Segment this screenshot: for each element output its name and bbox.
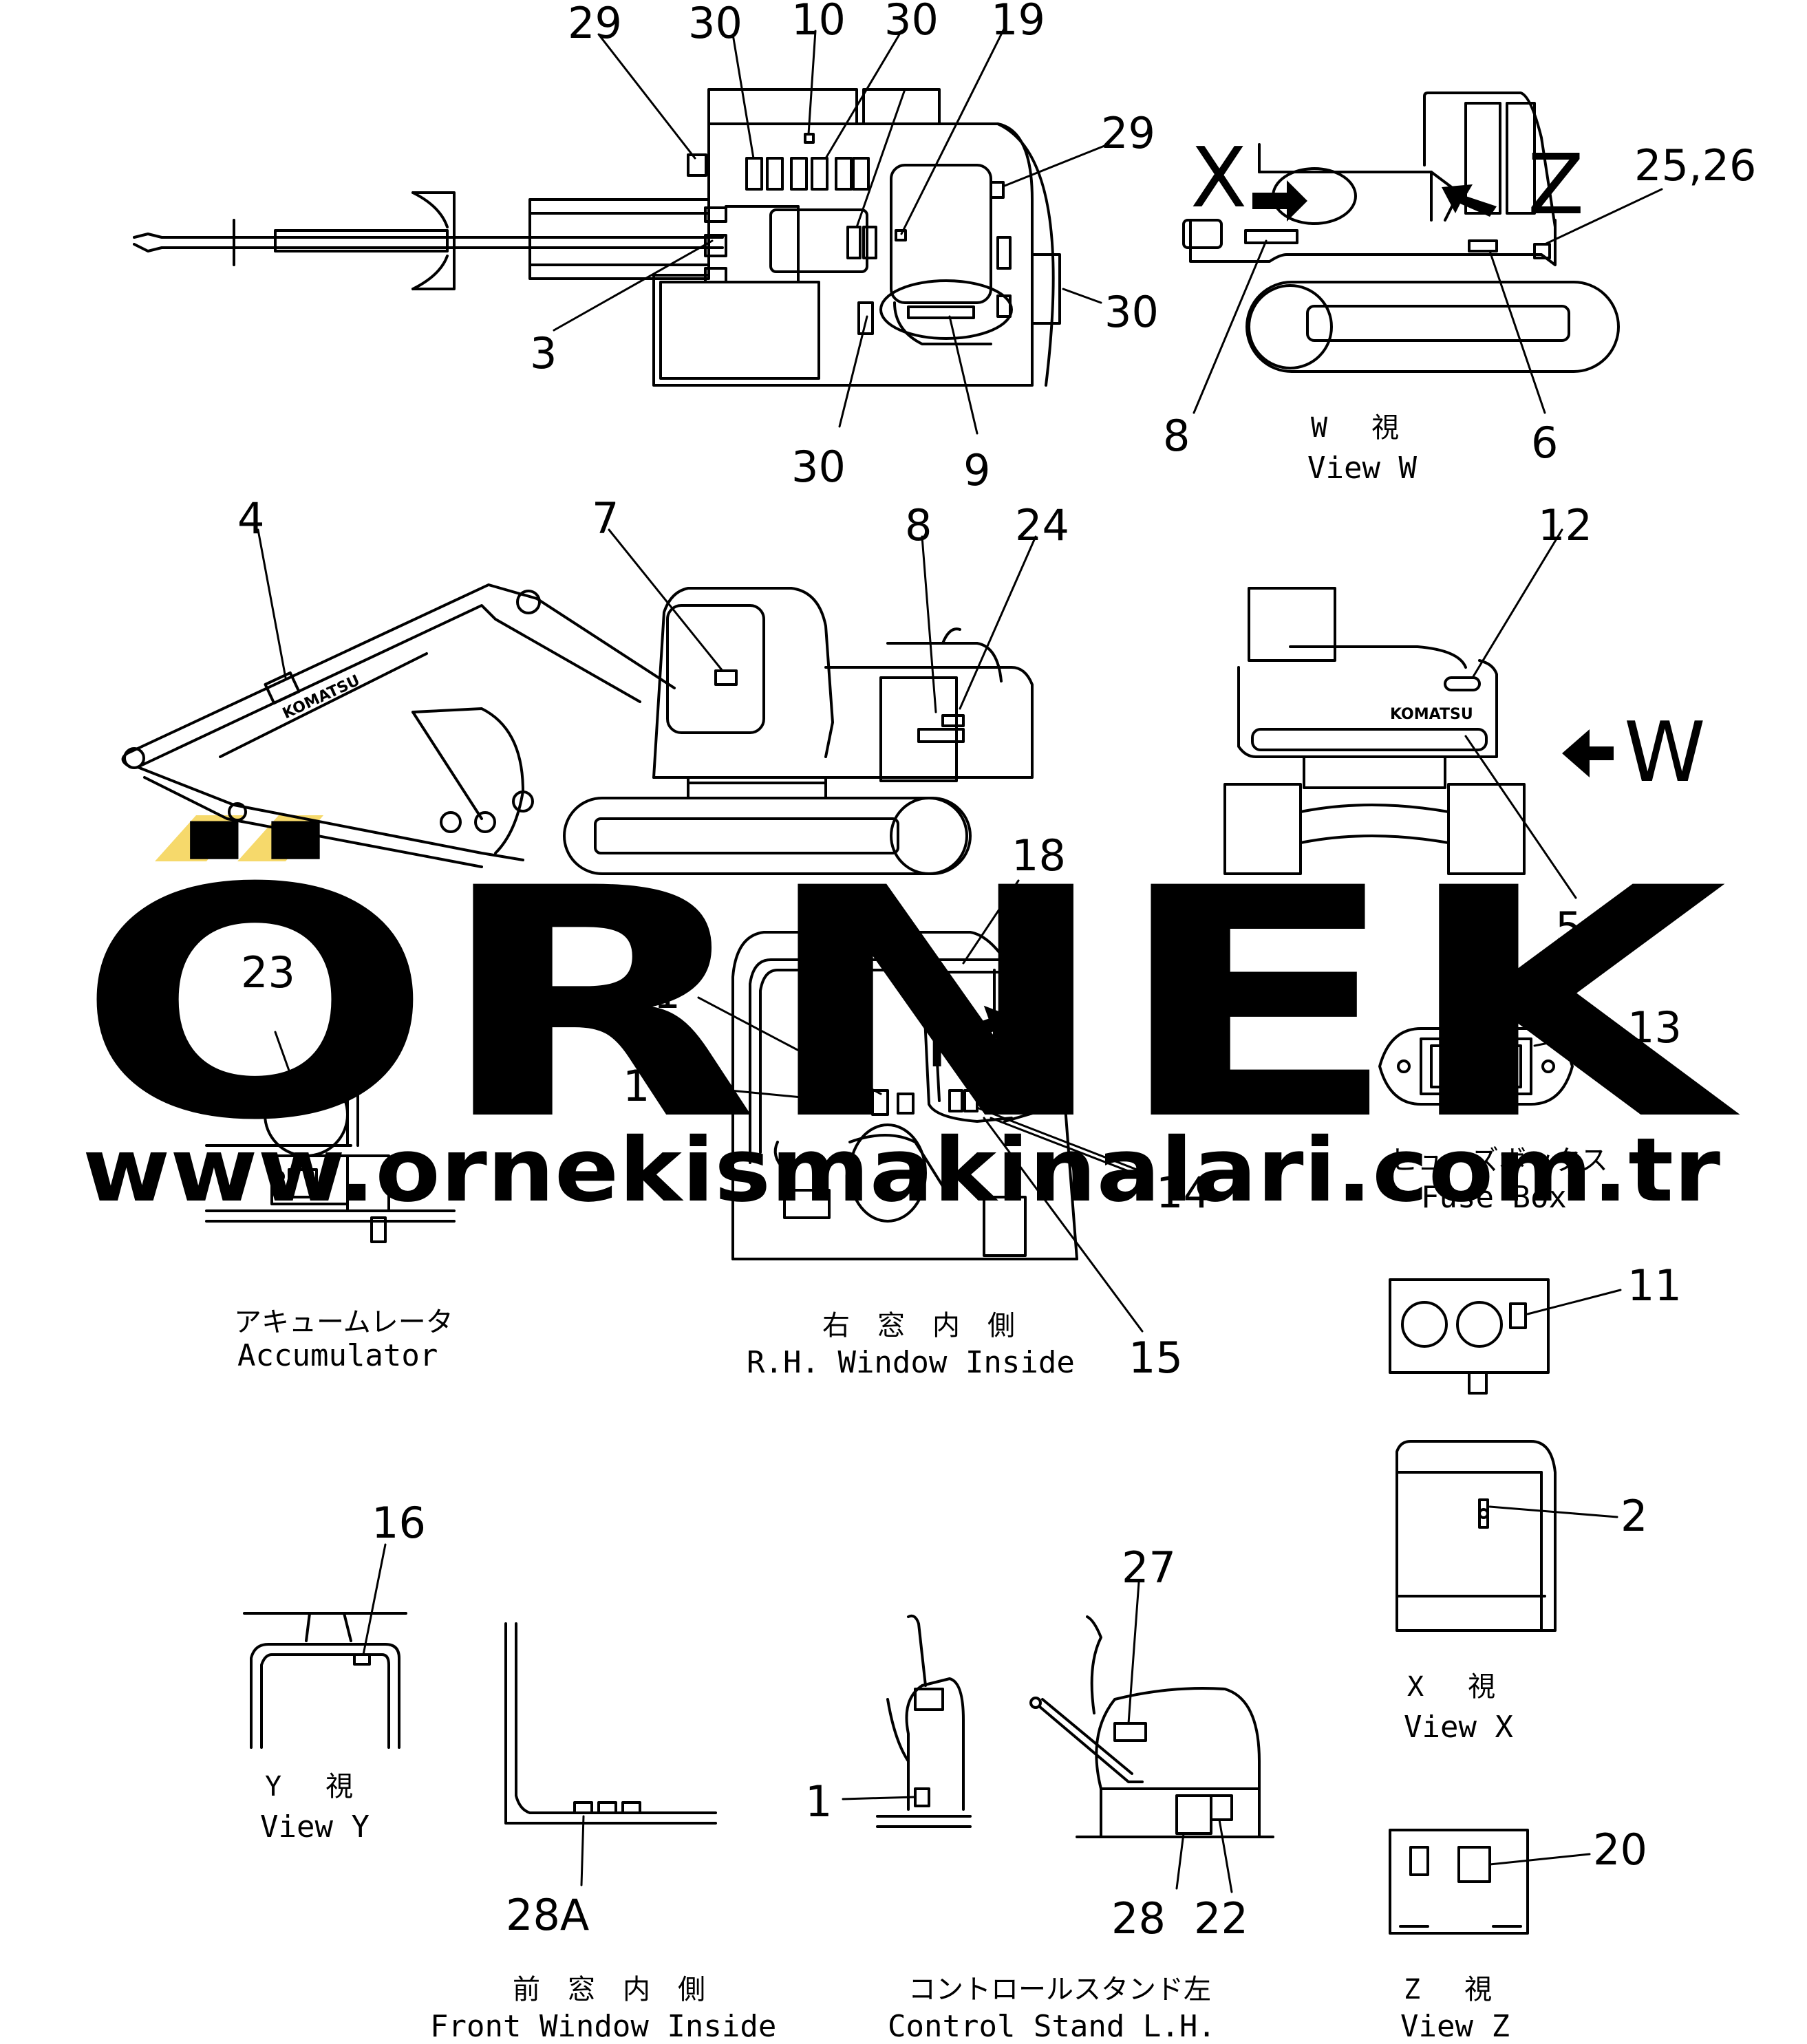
- view-z-drawing: [1389, 1829, 1529, 1935]
- fuse-box-drawing: [1378, 1027, 1574, 1106]
- callout-rh-15: 15: [1129, 1333, 1183, 1383]
- view-x-caption-en: View X: [1404, 1710, 1513, 1745]
- watermark-accent-right: [237, 815, 323, 861]
- rear-komatsu-brand: KOMATSU: [1390, 706, 1473, 723]
- callout-rear-12: 12: [1538, 500, 1592, 550]
- callout-labels: 29 30 10 30 19 29 30 3 30 9 X Z 25,26 8 …: [234, 0, 1757, 2044]
- callout-rh-21: 21: [626, 968, 681, 1018]
- view-x-caption-jp: X 視: [1407, 1671, 1495, 1703]
- callout-top-30a: 30: [688, 0, 742, 48]
- callout-w-25-26: 25,26: [1634, 140, 1757, 191]
- callout-stand-27: 27: [1122, 1542, 1176, 1593]
- rh-window-drawing: [731, 931, 1078, 1260]
- callout-side-8: 8: [905, 500, 932, 550]
- view-z-caption-en: View Z: [1400, 2009, 1510, 2044]
- callout-x-2: 2: [1621, 1491, 1647, 1541]
- callout-w-6: 6: [1531, 418, 1558, 468]
- front-window-drawing: [504, 1622, 717, 1825]
- callout-stand-1: 1: [805, 1776, 832, 1827]
- callout-top-30d: 30: [791, 442, 846, 492]
- marker-w: W: [1624, 705, 1706, 801]
- side-view-drawing: [121, 583, 1034, 875]
- callout-top-10: 10: [791, 0, 846, 45]
- callout-rh-18: 18: [1012, 830, 1066, 881]
- callout-fuse-13: 13: [1627, 1002, 1682, 1053]
- callout-side-4: 4: [237, 493, 264, 544]
- callout-top-3: 3: [530, 328, 557, 378]
- watermark-brand: ÖRNEK: [76, 818, 1743, 1190]
- front-window-caption-en: Front Window Inside: [430, 2009, 776, 2044]
- view-y-caption-jp: Y 視: [265, 1771, 353, 1803]
- callout-top-29a: 29: [568, 0, 622, 48]
- marker-y: Y: [911, 991, 963, 1086]
- callout-rh-17: 17: [623, 1061, 677, 1111]
- callout-rh-14: 14: [1156, 1168, 1210, 1218]
- fuse-box-caption-en: Fuse Box: [1421, 1180, 1567, 1215]
- callout-top-9: 9: [963, 445, 990, 495]
- view-z-caption-jp: Z 視: [1404, 1974, 1492, 2005]
- watermark: ÖRNEK www.ornekismakinalari.com.tr: [76, 815, 1743, 1222]
- accumulator-caption-jp: アキュームレータ: [234, 1306, 453, 1338]
- callout-stand-22: 22: [1194, 1893, 1248, 1944]
- accumulator-drawing: [205, 1072, 456, 1243]
- callout-front-28a: 28A: [506, 1890, 589, 1940]
- callout-w-8: 8: [1163, 411, 1190, 461]
- accumulator-caption-en: Accumulator: [237, 1338, 438, 1373]
- callout-top-19: 19: [991, 0, 1045, 45]
- callout-panel-11: 11: [1627, 1260, 1682, 1311]
- top-plan-view: [133, 88, 1061, 387]
- rear-view-drawing: [1223, 587, 1526, 875]
- marker-z: Z: [1528, 138, 1584, 233]
- arrow-x-icon: [1252, 180, 1307, 222]
- view-w-caption-en: View W: [1307, 451, 1417, 486]
- callout-top-30c: 30: [1104, 287, 1159, 337]
- watermark-accent-left: [155, 815, 244, 861]
- rh-window-caption-en: R.H. Window Inside: [747, 1345, 1075, 1380]
- control-stand-drawing: [876, 1614, 1274, 1838]
- callout-top-29b: 29: [1101, 108, 1155, 158]
- view-w-caption-jp: W 視: [1311, 412, 1399, 444]
- front-window-caption-jp: 前 窓 内 側: [513, 1974, 705, 2005]
- leader-lines: [257, 26, 1663, 1893]
- callout-top-30b: 30: [884, 0, 939, 45]
- callout-stand-28: 28: [1111, 1893, 1166, 1944]
- rh-window-caption-jp: 右 窓 内 側: [822, 1310, 1015, 1342]
- callout-y-16: 16: [372, 1498, 426, 1548]
- callout-z-20: 20: [1593, 1825, 1647, 1875]
- control-stand-caption-jp: コントロールスタンド左: [908, 1974, 1211, 2005]
- callout-rear-5: 5: [1555, 903, 1582, 953]
- callout-side-7: 7: [592, 493, 619, 544]
- panel-drawing: [1389, 1278, 1550, 1395]
- callout-accumulator-23: 23: [241, 947, 295, 998]
- view-x-drawing: [1396, 1440, 1557, 1632]
- callout-side-24: 24: [1015, 500, 1069, 550]
- arrow-y-icon: [962, 1005, 1014, 1045]
- view-y-caption-en: View Y: [260, 1809, 370, 1844]
- control-stand-caption-en: Control Stand L.H.: [888, 2009, 1216, 2044]
- marker-x: X: [1190, 131, 1247, 226]
- fuse-box-caption-jp: ヒューズボックス: [1390, 1145, 1608, 1176]
- view-y-drawing: [243, 1612, 407, 1749]
- arrow-z-icon: [1442, 184, 1497, 217]
- arrow-w-icon: [1562, 729, 1614, 777]
